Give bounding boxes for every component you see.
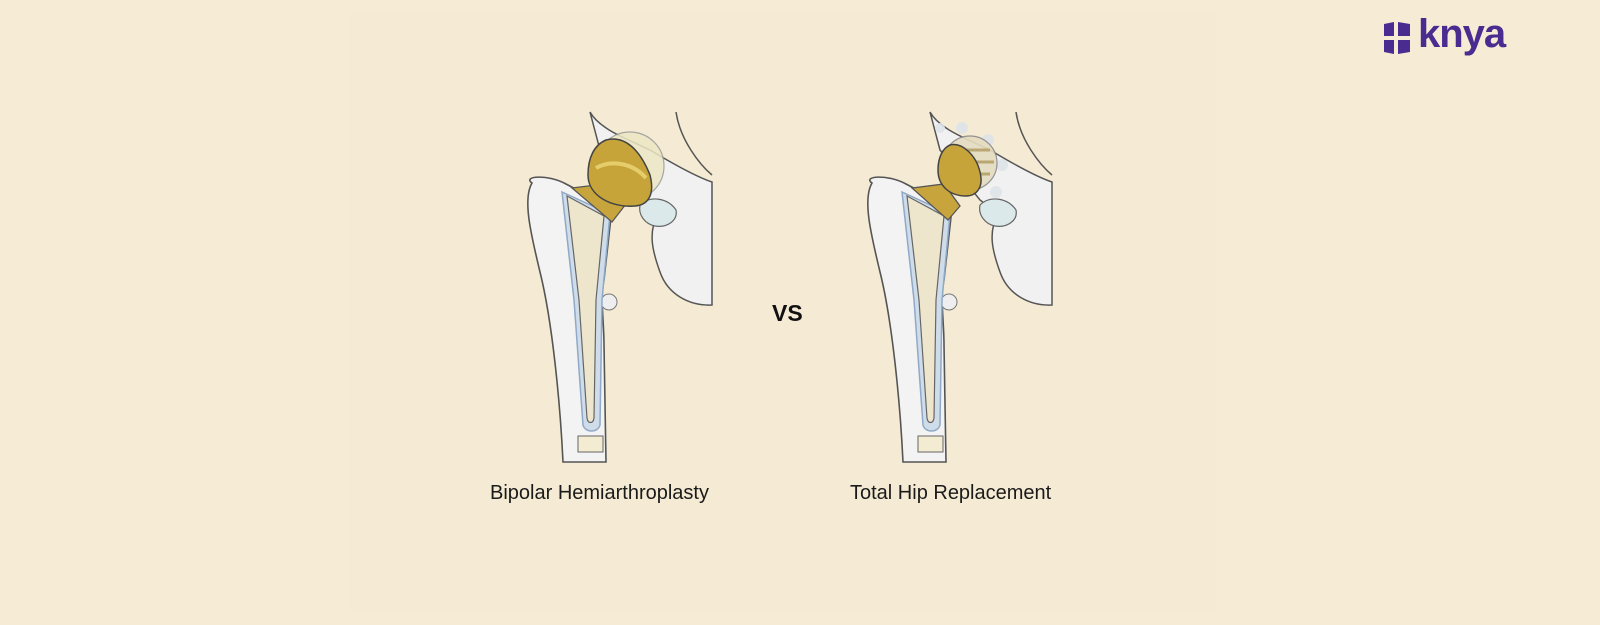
bipolar-hemiarthroplasty-illustration — [527, 111, 713, 463]
implant-neck — [910, 183, 961, 221]
vs-label: VS — [772, 300, 803, 326]
femoral-head — [937, 143, 982, 197]
knya-logo-text: knya — [1418, 12, 1506, 56]
total-hip-replacement-label: Total Hip Replacement — [850, 482, 1052, 504]
knya-logo-icon — [1384, 22, 1410, 54]
acetabular-cup-spikes — [935, 122, 1008, 198]
knya-logo: knya — [1384, 14, 1506, 54]
total-hip-replacement-illustration — [867, 111, 1053, 463]
bipolar-hemiarthroplasty-label: Bipolar Hemiarthroplasty — [490, 482, 709, 504]
background-panel — [350, 12, 1215, 612]
bipolar-head — [587, 138, 653, 207]
